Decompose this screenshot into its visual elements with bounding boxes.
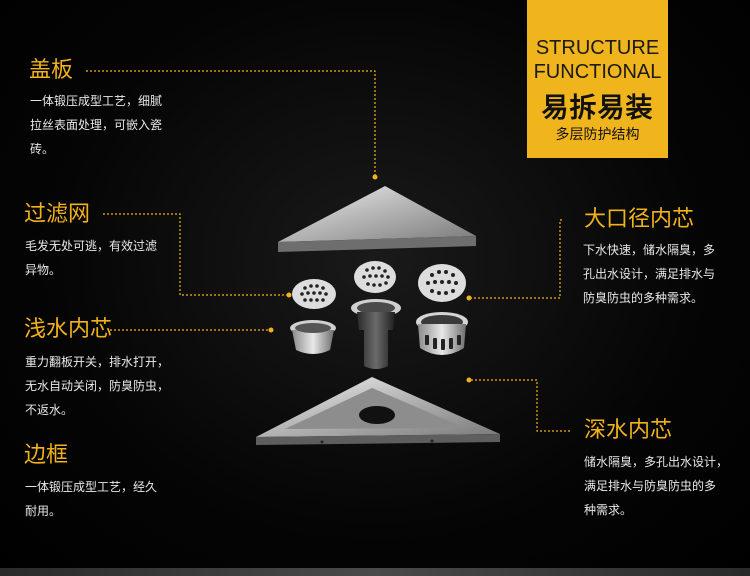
- filter-title: 过滤网: [24, 202, 91, 227]
- shallow-core-desc-line: 无水自动关闭，防臭防虫，: [25, 379, 170, 393]
- cover-desc-line: 拉丝表面处理，可嵌入瓷: [30, 118, 163, 132]
- filter-description: 毛发无处可逃，有效过滤 异物。: [25, 234, 157, 282]
- deep-core-cylinder: [351, 299, 401, 369]
- leader-line-large: [470, 219, 562, 299]
- frame-desc-line: 耐用。: [25, 504, 62, 518]
- leader-line-deep: [470, 379, 570, 432]
- filter-disc-small: [292, 279, 336, 309]
- badge-english-line1: STRUCTURE: [535, 37, 660, 59]
- filter-desc-line: 毛发无处可逃，有效过滤: [25, 239, 158, 253]
- frame-desc-line: 一体锻压成型工艺，经久: [25, 480, 158, 494]
- deep-core-desc-line: 种需求。: [584, 503, 633, 517]
- shallow-core-desc-line: 重力翻板开关，排水打开，: [25, 355, 170, 369]
- cover-description: 一体锻压成型工艺，细腻 拉丝表面处理，可嵌入瓷 砖。: [30, 89, 162, 161]
- leader-dot-large: [466, 295, 472, 301]
- leader-dot-shallow: [268, 327, 274, 333]
- deep-core-desc-line: 储水隔臭，多孔出水设计，: [584, 455, 729, 469]
- large-core-desc-line: 孔出水设计，满足排水与: [583, 267, 716, 281]
- leader-line-cover: [86, 70, 376, 176]
- large-core-desc-line: 防臭防虫的多种需求。: [583, 291, 704, 305]
- shallow-core: [290, 320, 336, 354]
- shallow-core-desc-line: 不返水。: [25, 403, 74, 417]
- bottom-edge-strip: [0, 568, 750, 576]
- large-core-description: 下水快速，储水隔臭，多 孔出水设计，满足排水与 防臭防虫的多种需求。: [583, 238, 715, 310]
- shallow-core-description: 重力翻板开关，排水打开， 无水自动关闭，防臭防虫， 不返水。: [25, 350, 169, 422]
- shallow-core-title: 浅水内芯: [24, 317, 113, 342]
- leader-dot-deep: [466, 377, 472, 383]
- structure-badge: STRUCTURE FUNCTIONAL 易拆易装 多层防护结构: [527, 0, 668, 158]
- leader-dot-filter: [286, 292, 292, 298]
- cover-title: 盖板: [29, 58, 74, 83]
- deep-core-title: 深水内芯: [584, 418, 673, 443]
- frame: [256, 377, 500, 445]
- badge-chinese-subtitle: 多层防护结构: [555, 127, 640, 143]
- frame-description: 一体锻压成型工艺，经久 耐用。: [25, 475, 157, 523]
- cover-desc-line: 砖。: [30, 142, 55, 156]
- large-caliber-core: [416, 312, 468, 355]
- badge-english-line2: FUNCTIONAL: [533, 61, 662, 83]
- cover-plate: [278, 186, 476, 252]
- large-core-title: 大口径内芯: [584, 207, 695, 232]
- deep-core-desc-line: 满足排水与防臭防虫的多: [584, 479, 717, 493]
- badge-chinese-title: 易拆易装: [541, 93, 654, 124]
- leader-line-filter: [103, 213, 288, 296]
- leader-dot-cover: [372, 174, 378, 180]
- filter-disc-medium: [354, 261, 396, 293]
- cover-desc-line: 一体锻压成型工艺，细腻: [30, 94, 163, 108]
- filter-desc-line: 异物。: [25, 263, 62, 277]
- frame-title: 边框: [24, 443, 69, 468]
- deep-core-description: 储水隔臭，多孔出水设计， 满足排水与防臭防虫的多 种需求。: [584, 450, 728, 522]
- large-core-desc-line: 下水快速，储水隔臭，多: [583, 243, 716, 257]
- filter-disc-large: [418, 264, 466, 302]
